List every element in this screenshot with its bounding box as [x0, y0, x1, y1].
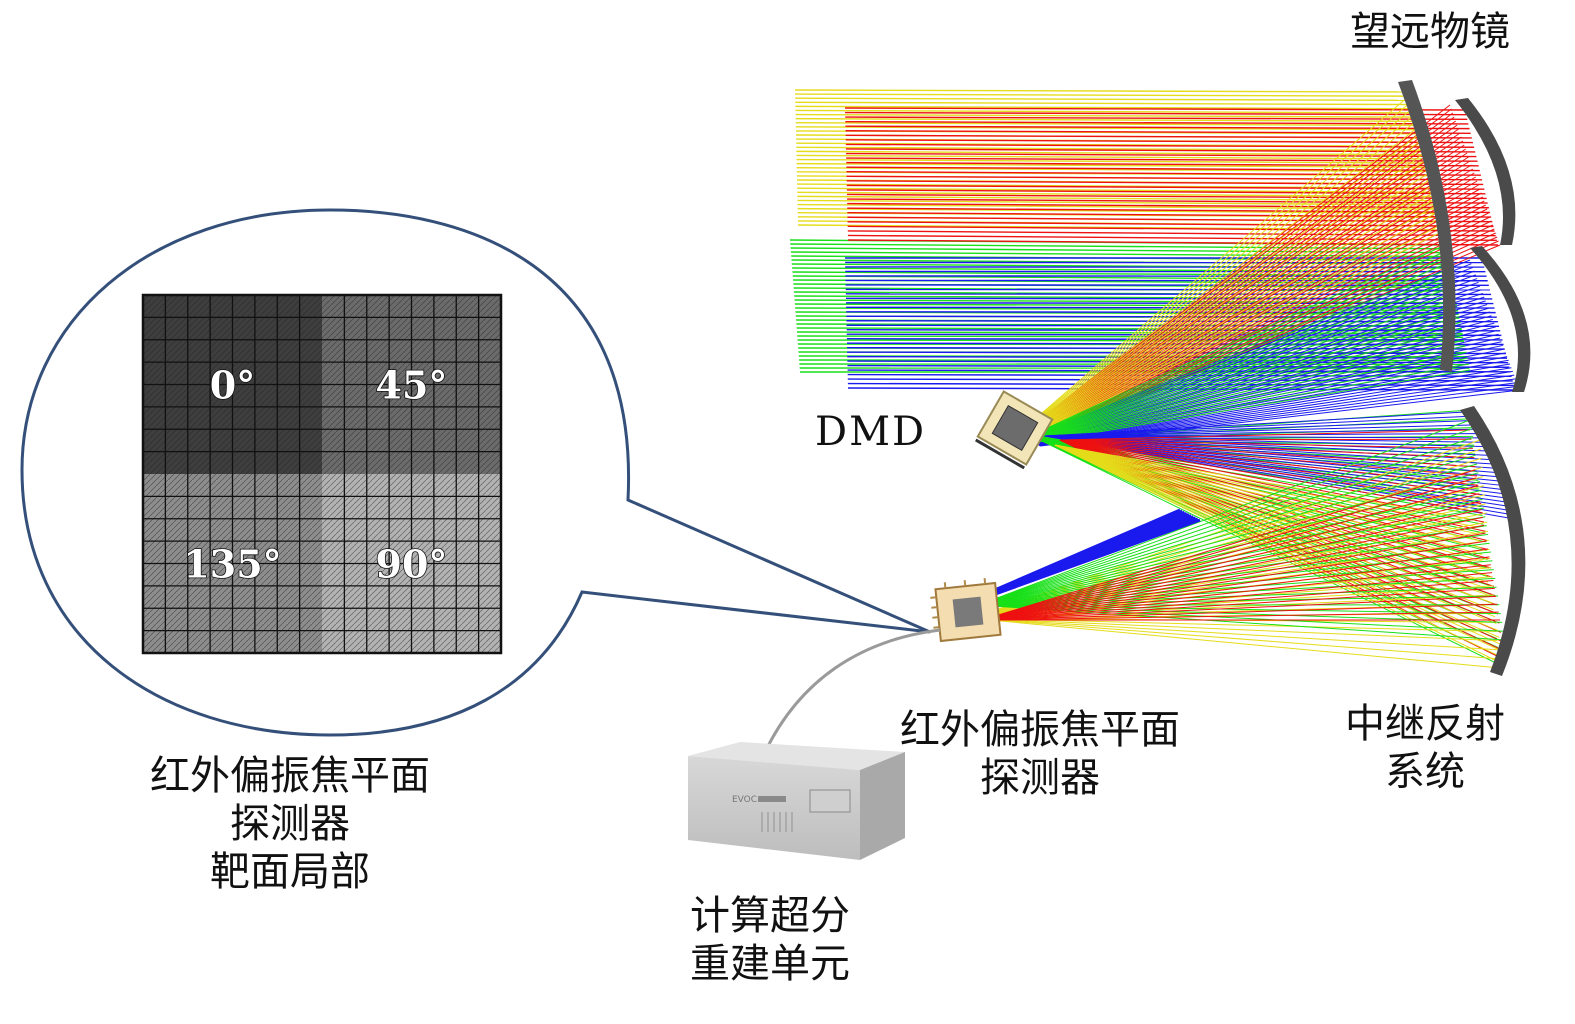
- telescope-mirror: [1398, 80, 1531, 392]
- polarization-pixel-grid: 0° 45° 135° 90°: [141, 293, 503, 655]
- yellow-to-dmd: [1019, 94, 1446, 439]
- relay-system-label: 中继反射 系统: [1345, 701, 1505, 795]
- relay-mirror: [1460, 406, 1526, 676]
- computer-brand-text: EVOC: [732, 795, 757, 805]
- data-cable: [763, 628, 941, 753]
- dmd-chip: [975, 390, 1054, 470]
- green-to-dmd: [1029, 244, 1471, 443]
- blue-relay-to-detector: [989, 508, 1201, 598]
- polarization-angle-label: 90°: [376, 542, 448, 587]
- compute-unit-label: 计算超分 重建单元: [690, 893, 850, 987]
- polarization-angle-label: 135°: [183, 542, 281, 587]
- red-relay-to-detector: [994, 469, 1500, 621]
- ray-trace-bundles: [789, 89, 1521, 669]
- polarization-angle-label: 0°: [210, 363, 255, 408]
- polarization-angle-label: 45°: [376, 363, 448, 408]
- telescope-label: 望远物镜: [1350, 9, 1510, 55]
- detector-label: 红外偏振焦平面 探测器: [900, 707, 1180, 801]
- inset-caption: 红外偏振焦平面 探测器 靶面局部: [150, 753, 430, 895]
- computer-unit-icon: EVOC: [688, 742, 905, 860]
- detector-package: [930, 577, 1002, 643]
- dmd-label: DMD: [815, 409, 927, 455]
